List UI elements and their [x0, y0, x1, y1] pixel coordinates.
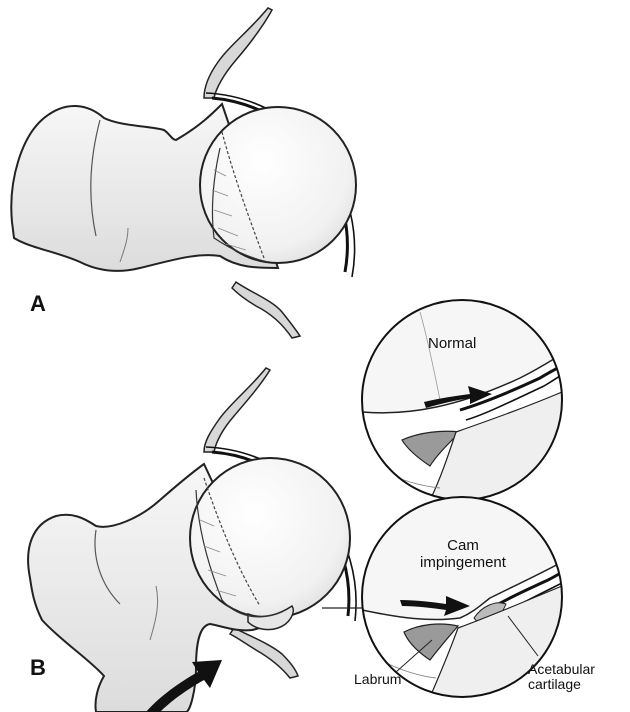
label-acetabular-cartilage: Acetabular cartilage [528, 662, 595, 693]
femur-a [11, 8, 356, 338]
acetabulum-a-bottom [232, 282, 300, 338]
femoral-head-a [200, 107, 356, 263]
acetabulum-a-top [204, 8, 272, 98]
label-labrum: Labrum [354, 672, 401, 687]
inset-cam-title: Cam impingement [418, 538, 508, 571]
label-acetabular-line1: Acetabular [528, 662, 595, 677]
acetabulum-b-bottom [230, 628, 298, 678]
panel-letter-a: A [30, 292, 46, 316]
inset-normal [362, 300, 566, 500]
inset-cam-title-line2: impingement [418, 555, 508, 572]
panel-letter-b: B [30, 656, 46, 680]
inset-cam-title-line1: Cam [418, 538, 508, 555]
inset-normal-title: Normal [428, 336, 476, 353]
femoral-head-b [190, 458, 350, 618]
acetabulum-b-top [204, 368, 270, 452]
femur-b [28, 368, 356, 712]
label-acetabular-line2: cartilage [528, 677, 595, 692]
